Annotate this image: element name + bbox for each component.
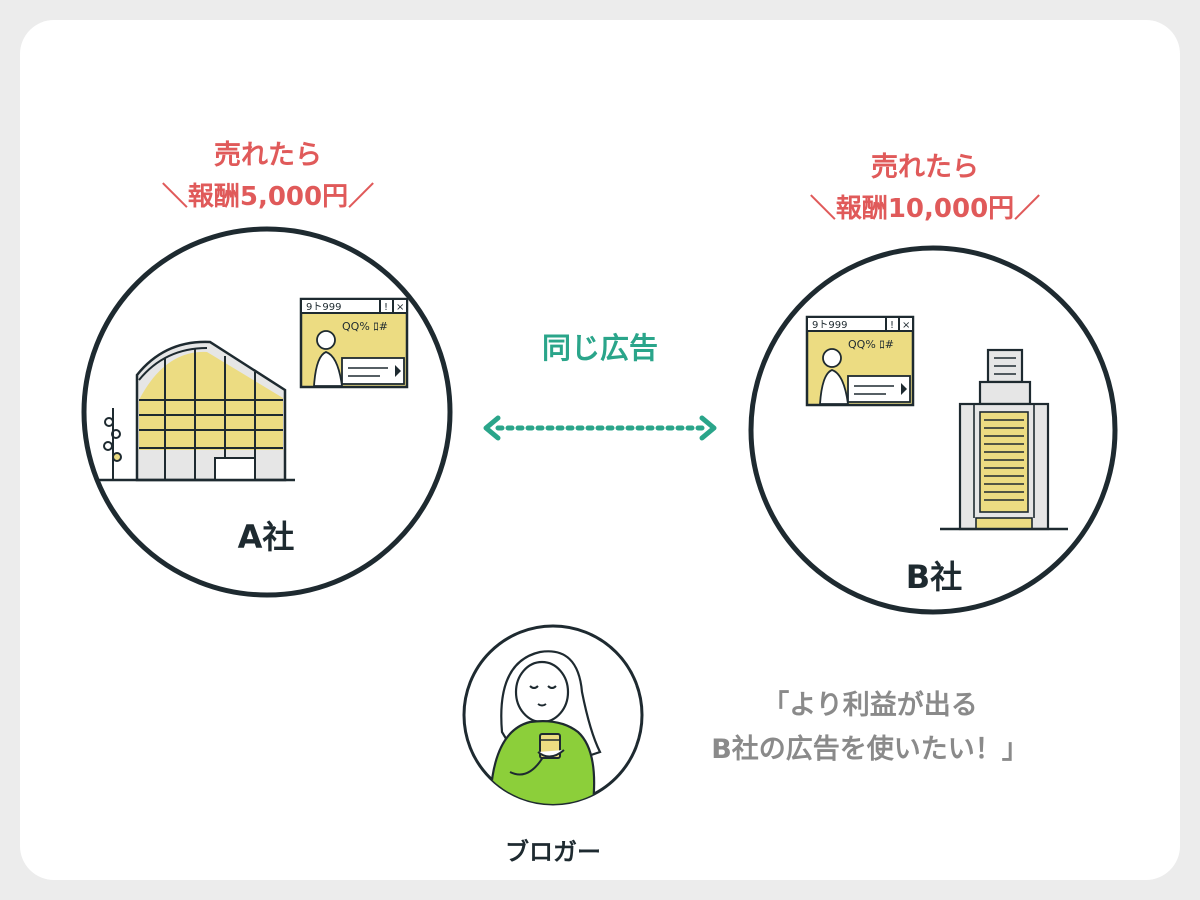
company-b-reward: ＼報酬10,000円／ xyxy=(809,194,1041,224)
svg-text:QQ% ﾛ#: QQ% ﾛ# xyxy=(342,320,388,333)
ad-banner-icon-b: 9ト999 ! × QQ% ﾛ# xyxy=(805,315,915,407)
blogger-quote-line-2: B社の広告を使いたい！」 xyxy=(711,734,1029,765)
svg-text:×: × xyxy=(396,302,404,313)
double-arrow-icon xyxy=(483,415,717,441)
svg-text:QQ% ﾛ#: QQ% ﾛ# xyxy=(848,338,894,351)
company-b-condition: 売れたら xyxy=(871,152,979,183)
blogger-label: ブロガー xyxy=(505,838,601,866)
svg-text:!: ! xyxy=(384,302,388,313)
blogger-quote-line-1: 「より利益が出る xyxy=(762,690,978,721)
svg-text:×: × xyxy=(902,320,910,331)
svg-text:9ト999: 9ト999 xyxy=(812,320,847,331)
svg-text:9ト999: 9ト999 xyxy=(306,302,341,313)
skyscraper-icon xyxy=(940,348,1068,531)
company-a-condition: 売れたら xyxy=(214,140,322,171)
company-a-name: A社 xyxy=(237,518,295,556)
company-a-reward: ＼報酬5,000円／ xyxy=(161,182,375,212)
office-building-icon xyxy=(95,340,295,482)
blogger-avatar xyxy=(462,624,644,806)
company-b-name: B社 xyxy=(905,558,963,596)
ad-banner-icon-a: 9ト999 ! × QQ% ﾛ# xyxy=(299,297,409,389)
relation-label: 同じ広告 xyxy=(541,331,658,365)
svg-text:!: ! xyxy=(890,320,894,331)
